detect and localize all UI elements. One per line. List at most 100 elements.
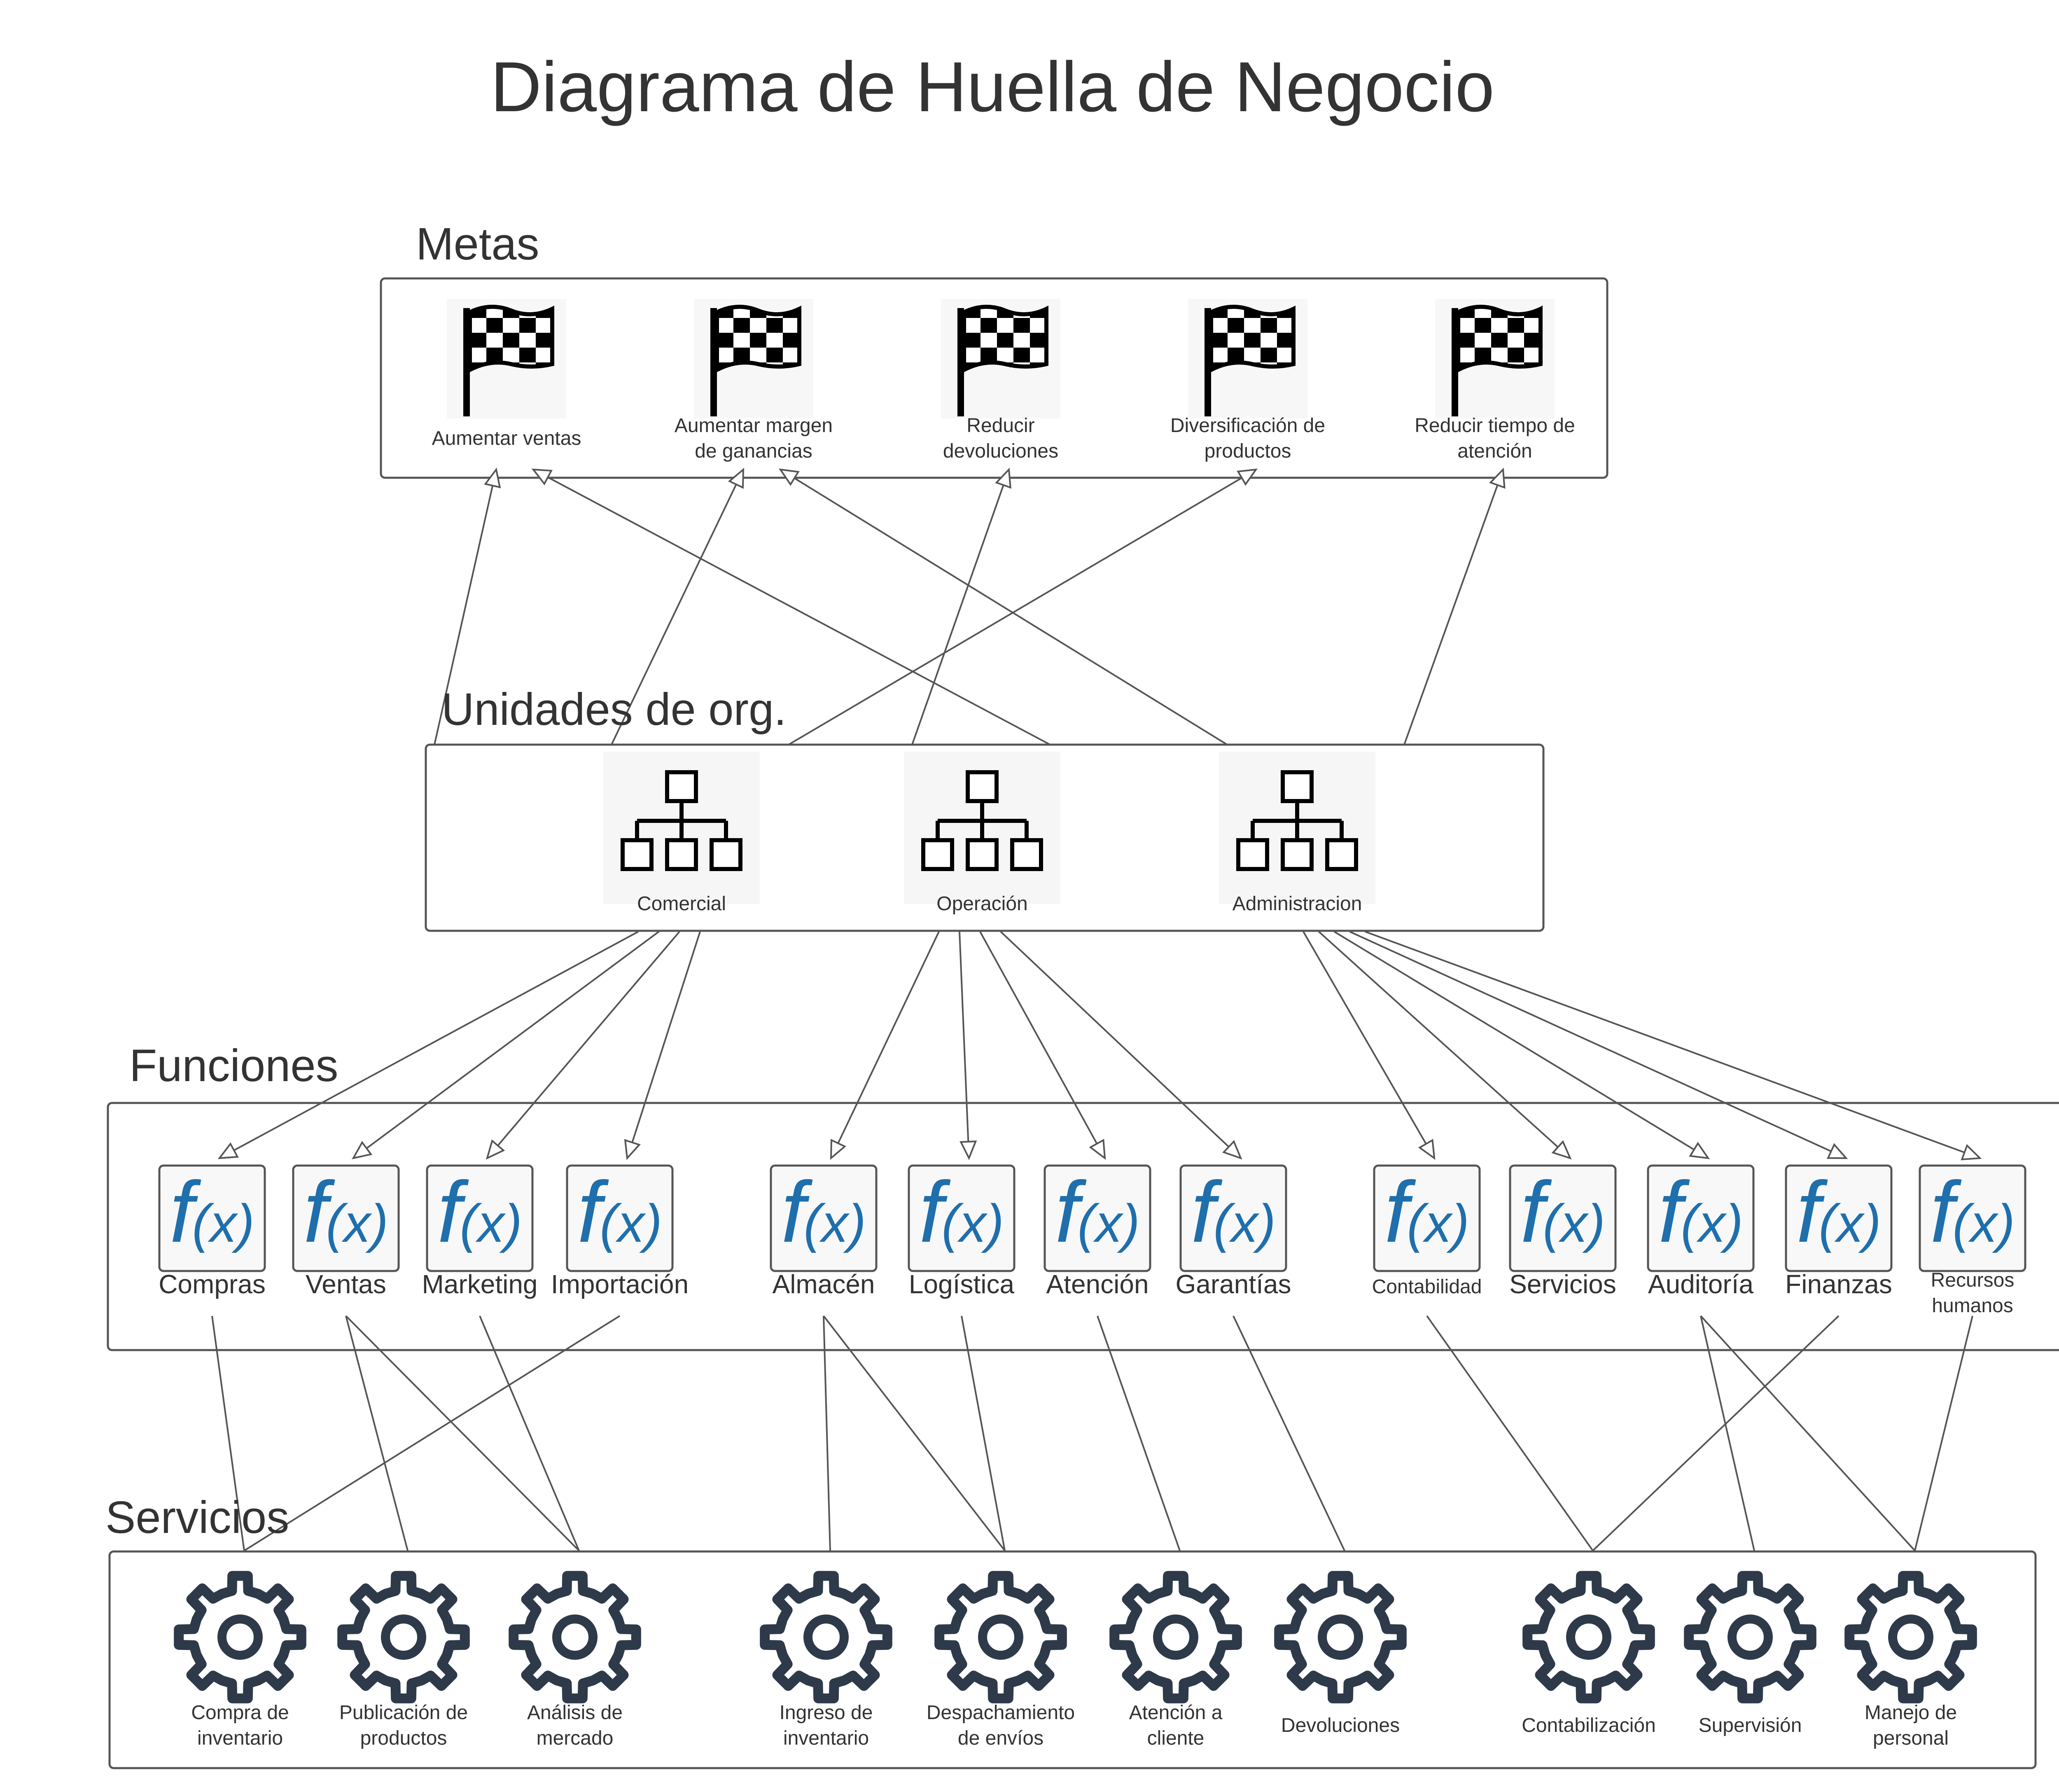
edge-unidad-2-meta-4 <box>1403 467 1506 745</box>
gear-outline <box>1522 1571 1655 1703</box>
edge-unidad-0-funcion-3 <box>624 931 701 1160</box>
edge-unidad-0-meta-0 <box>434 467 501 745</box>
servicio-label: Devoluciones <box>1281 1715 1400 1736</box>
servicio-label-line: Supervisión <box>1699 1715 1802 1736</box>
fx-glyph: f(x) <box>919 1164 1004 1260</box>
edge-funcion-3-servicio-0 <box>243 1315 621 1551</box>
funcion-garantias: f(x)Garantías <box>1175 1164 1291 1299</box>
gear-hub <box>978 1614 1023 1660</box>
function-fx-icon: f(x) <box>770 1164 878 1272</box>
metas-layer: Aumentar ventas Aumentar margen de gananci… <box>432 299 1575 462</box>
org-chart-icon <box>904 752 1060 904</box>
flag-outline <box>468 304 554 374</box>
funcion-label-line: humanos <box>1932 1295 2013 1317</box>
funcion-label: Garantías <box>1175 1269 1291 1299</box>
edge-unidad-0-meta-0-line <box>434 469 497 745</box>
gear-icon <box>1684 1571 1816 1703</box>
edge-unidad-2-funcion-10-line <box>1333 931 1709 1159</box>
gear-hub <box>552 1614 598 1660</box>
funcion-label-line: Finanzas <box>1785 1269 1892 1299</box>
function-fx-icon: f(x) <box>1179 1164 1287 1272</box>
funcion-ventas: f(x)Ventas <box>292 1164 400 1299</box>
fx-glyph: f(x) <box>1658 1164 1743 1260</box>
servicio-label-line: de envíos <box>958 1727 1044 1749</box>
funcion-label: Atención <box>1046 1269 1149 1299</box>
servicio-label-line: Publicación de <box>339 1702 468 1724</box>
edge-unidad-0-funcion-1 <box>352 931 660 1159</box>
edge-unidad-2-funcion-9-line <box>1318 931 1571 1159</box>
funcion-label-line: Ventas <box>306 1269 386 1299</box>
edge-unidad-1-meta-2-line <box>911 469 1010 745</box>
edge-unidad-2-funcion-11-line <box>1349 931 1847 1159</box>
funcion-label-line: Servicios <box>1509 1269 1616 1299</box>
edge-unidad-2-meta-1-arrowhead <box>778 468 800 486</box>
function-fx-icon: f(x) <box>1785 1164 1893 1272</box>
funcion-contabilidad: f(x)Contabilidad <box>1372 1164 1482 1298</box>
meta-label-line: de ganancias <box>695 440 812 462</box>
edge-unidad-1-meta-2 <box>911 467 1011 745</box>
edge-unidad-0-meta-1-arrowhead <box>728 467 745 489</box>
fx-glyph: f(x) <box>577 1164 662 1260</box>
checkered-flag-icon <box>694 299 813 418</box>
meta-label-line: devoluciones <box>943 440 1058 462</box>
funcion-label: Finanzas <box>1785 1269 1892 1299</box>
gear-hub <box>1888 1614 1933 1660</box>
fx-glyph: f(x) <box>170 1164 254 1260</box>
funcion-label-line: Compras <box>159 1269 266 1299</box>
edge-unidad-1-funcion-5-line <box>959 931 970 1159</box>
edge-unidad-1-funcion-5 <box>959 931 977 1160</box>
meta-label-line: atención <box>1457 440 1532 462</box>
edge-unidad-2-meta-1 <box>778 468 1228 745</box>
unidad-label: Comercial <box>637 893 726 915</box>
funcion-label-line: Marketing <box>422 1269 538 1299</box>
gear-outline <box>1274 1571 1407 1703</box>
section-heading-servicios: Servicios <box>105 1492 289 1543</box>
gear-outline <box>1109 1571 1242 1703</box>
edge-unidad-1-funcion-5-arrowhead <box>959 1140 977 1160</box>
flag-outline <box>1456 304 1543 374</box>
servicio-label-line: Ingreso de <box>780 1702 873 1724</box>
function-fx-icon: f(x) <box>1509 1164 1617 1272</box>
unidad-comercial: Comercial <box>603 752 760 915</box>
edge-unidad-2-funcion-8 <box>1303 931 1436 1160</box>
edge-unidad-2-funcion-11 <box>1349 931 1848 1159</box>
servicio-devoluciones: Devoluciones <box>1274 1571 1407 1736</box>
org-chart-icon <box>1219 752 1375 904</box>
edge-funcion-11-servicio-7 <box>1592 1315 1840 1551</box>
edge-unidad-2-funcion-11-arrowhead <box>1827 1143 1848 1159</box>
gear-icon <box>509 1571 641 1703</box>
gear-hub <box>217 1614 263 1660</box>
edge-unidad-0-funcion-0-arrowhead <box>217 1142 239 1159</box>
funcion-label-line: Almacén <box>773 1269 875 1299</box>
meta-label: Aumentar ventas <box>432 428 581 449</box>
funcion-logistica: f(x)Logística <box>908 1164 1015 1299</box>
funcion-compras: f(x) Compras <box>158 1164 266 1299</box>
servicio-label-line: Compra de <box>191 1702 289 1724</box>
servicio-label-line: mercado <box>537 1727 614 1749</box>
checkered-flag-icon <box>1188 299 1307 418</box>
edge-funcion-4-servicio-4 <box>823 1315 1006 1551</box>
gear-hub <box>803 1614 849 1660</box>
funcion-importacion: f(x)Importación <box>551 1164 689 1299</box>
funcion-label: Servicios <box>1509 1269 1616 1299</box>
edge-funcion-1-servicio-1 <box>345 1315 409 1551</box>
fx-tile <box>1509 1164 1617 1272</box>
edge-unidad-0-funcion-2 <box>486 931 680 1160</box>
edge-unidad-1-funcion-4-arrowhead <box>830 1139 847 1160</box>
flag-outline <box>715 304 801 374</box>
funcion-label: Almacén <box>773 1269 875 1299</box>
meta-label-line: Aumentar margen <box>675 415 833 437</box>
flag-outline <box>1209 304 1296 374</box>
meta-aumentar-ventas: Aumentar ventas <box>432 299 581 449</box>
edge-unidad-1-funcion-6-arrowhead <box>1089 1139 1106 1160</box>
gear-hub <box>1566 1614 1611 1660</box>
